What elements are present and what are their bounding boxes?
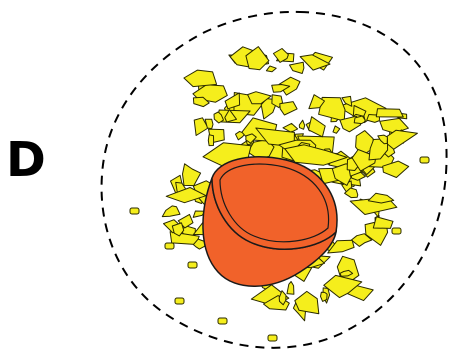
fragment: [373, 217, 393, 229]
fragment-bit: [188, 262, 197, 268]
fragment-bit: [268, 335, 277, 341]
fragment-bit: [165, 243, 174, 249]
fragment-bit: [420, 157, 429, 163]
fragment: [333, 126, 340, 133]
fragment: [183, 164, 201, 186]
fragment-bit: [392, 228, 401, 234]
fragment: [162, 206, 180, 217]
fragment-bit: [218, 318, 227, 324]
fragment-bit: [175, 298, 184, 304]
fragment: [368, 193, 393, 203]
fragment: [299, 120, 304, 129]
fragment-bit: [130, 208, 139, 214]
fragment: [287, 282, 294, 295]
fragment: [280, 102, 297, 115]
fragment: [321, 292, 328, 301]
fragment: [266, 66, 276, 72]
fragment: [208, 135, 213, 146]
fragment: [290, 62, 304, 73]
fragment: [376, 109, 403, 117]
fragment: [309, 117, 326, 137]
fragment: [184, 70, 217, 87]
